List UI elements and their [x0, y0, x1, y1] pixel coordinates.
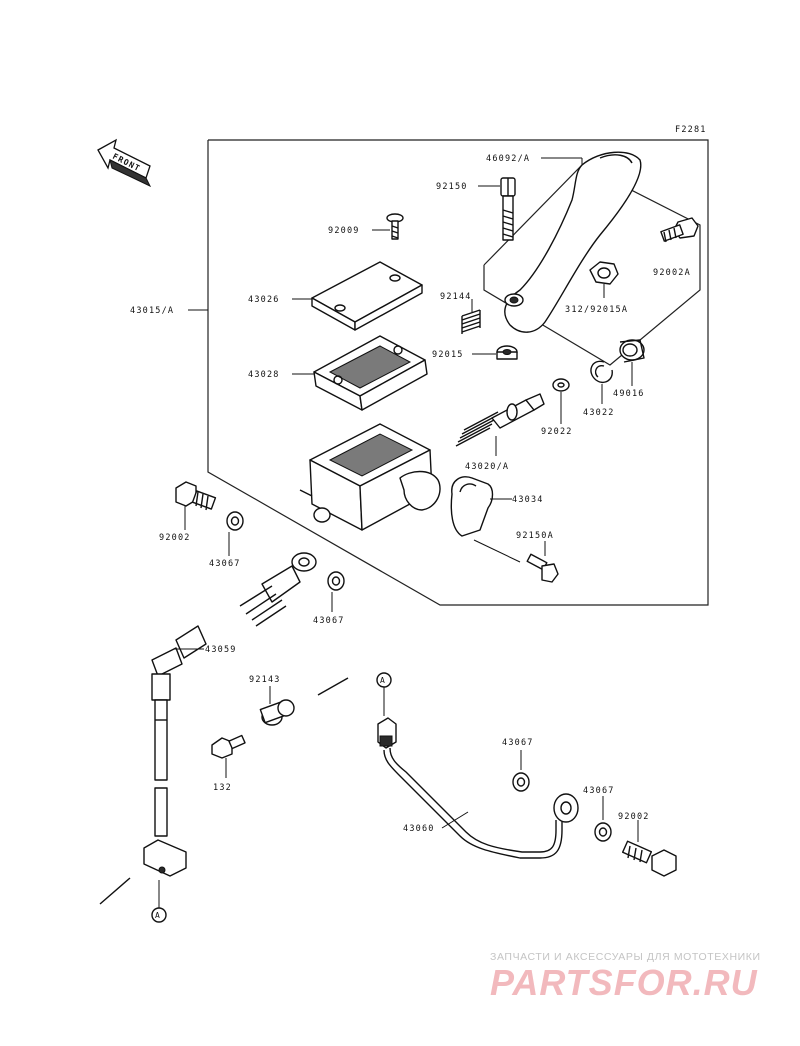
- dust-boot: [619, 339, 645, 363]
- small-spring: [461, 309, 481, 334]
- watermark-logo: PARTSFOR.RU: [490, 962, 758, 1003]
- label-gasket-mid: 43067: [313, 616, 345, 626]
- connector-marker-bottom: A: [151, 880, 167, 923]
- label-gasket-right-top: 43067: [502, 738, 534, 748]
- label-gasket-right-bottom: 43067: [583, 786, 615, 796]
- label-clamp: 43034: [512, 495, 544, 505]
- label-banjo-bolt-right: 92002: [618, 812, 650, 822]
- gasket-right-bottom: [594, 822, 612, 842]
- banjo-bolt-right: [621, 840, 677, 877]
- circlip: [590, 360, 613, 384]
- label-master-cylinder: 43015/A: [130, 306, 174, 316]
- label-circlip: 43022: [583, 408, 615, 418]
- gasket-left: [226, 511, 244, 531]
- label-clamp-bolt: 92150A: [516, 531, 554, 541]
- washer: [552, 378, 570, 392]
- brake-pipe: [377, 717, 579, 859]
- assembly-frame: [207, 139, 709, 606]
- label-lever: 46092/A: [486, 154, 530, 164]
- pivot-bolt-right: [660, 217, 699, 243]
- label-nut: 92015: [432, 350, 464, 360]
- diaphragm: [313, 335, 428, 411]
- figure-code: F2281: [675, 125, 707, 135]
- lever-bolt: [500, 177, 516, 241]
- front-arrow-icon: FRONT: [97, 138, 152, 188]
- label-reservoir-cap: 43026: [248, 295, 280, 305]
- label-cap-screw: 92009: [328, 226, 360, 236]
- clutch-lever: [504, 151, 642, 333]
- label-piston: 43020/A: [465, 462, 509, 472]
- svg-text:A: A: [380, 676, 386, 685]
- brake-hose: [99, 552, 349, 905]
- label-lever-nut: 312/92015A: [565, 305, 628, 315]
- watermark-caption: ЗАПЧАСТИ И АКСЕССУАРЫ ДЛЯ МОТОТЕХНИКИ: [490, 951, 761, 963]
- gasket-mid: [327, 571, 345, 591]
- reservoir-cap: [311, 261, 423, 331]
- cap-screw: [386, 213, 404, 240]
- label-small-spring: 92144: [440, 292, 472, 302]
- label-pivot-bolt-right: 92002A: [653, 268, 691, 278]
- label-lever-bolt: 92150: [436, 182, 468, 192]
- small-bolt: [211, 734, 246, 759]
- label-spacer: 92143: [249, 675, 281, 685]
- gasket-right-top: [512, 772, 530, 792]
- spacer: [259, 699, 295, 726]
- label-boot: 49016: [613, 389, 645, 399]
- label-diaphragm: 43028: [248, 370, 280, 380]
- lever-nut: [589, 261, 619, 285]
- label-gasket-left: 43067: [209, 559, 241, 569]
- label-pipe: 43060: [403, 824, 435, 834]
- label-banjo-bolt-left: 92002: [159, 533, 191, 543]
- piston-assembly: [455, 393, 545, 447]
- banjo-bolt-left: [175, 481, 217, 511]
- label-hose: 43059: [205, 645, 237, 655]
- master-cylinder-body: [299, 423, 441, 531]
- svg-text:A: A: [155, 911, 161, 920]
- label-washer: 92022: [541, 427, 573, 437]
- lever-nut-small: [496, 345, 518, 360]
- clamp-bolt: [473, 539, 559, 583]
- label-small-bolt: 132: [213, 783, 232, 793]
- handlebar-clamp: [450, 476, 494, 537]
- connector-marker-top: A: [376, 672, 392, 716]
